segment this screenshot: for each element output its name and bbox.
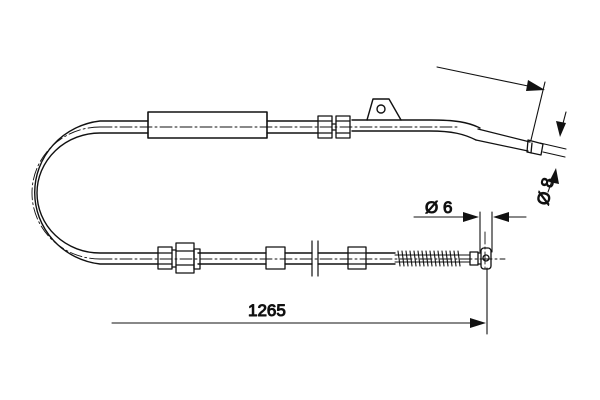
- diameter-6-label: Ø 6: [425, 198, 452, 217]
- lower-end-nipple: [469, 247, 492, 270]
- center-lines: [31, 126, 506, 273]
- break-marks: [311, 240, 319, 277]
- right-end-fitting: [475, 128, 544, 156]
- diameter-6-dimension: [413, 211, 527, 253]
- right-offset-dimension: [436, 66, 546, 141]
- lower-sleeve: [265, 246, 286, 270]
- upper-adjuster-nut: [317, 115, 351, 139]
- diameter-8-label: Ø 8: [533, 176, 558, 207]
- length-label: 1265: [248, 301, 286, 320]
- return-spring: [394, 250, 471, 267]
- lower-adjuster-nuts: [157, 242, 201, 274]
- crimp-ferrule: [347, 246, 367, 270]
- mounting-bracket: [366, 98, 402, 121]
- upper-sleeve: [147, 111, 268, 139]
- cable-sheath: [34, 119, 481, 265]
- diameter-8-dimension: [539, 111, 567, 193]
- length-dimension: [111, 267, 488, 335]
